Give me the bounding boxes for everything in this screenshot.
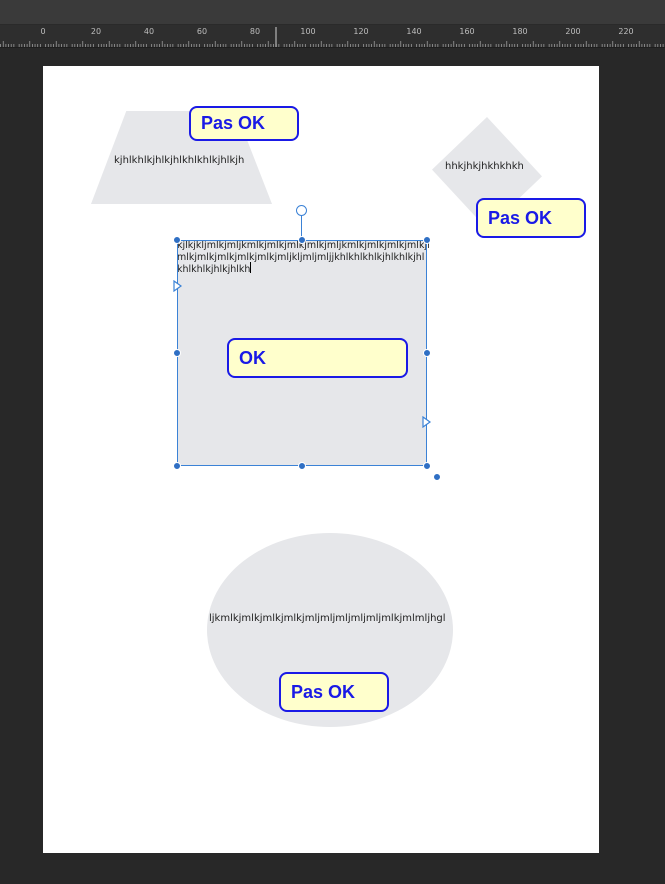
- callout-center[interactable]: OK: [227, 338, 408, 378]
- ruler-label: 120: [353, 27, 369, 36]
- rectangle-text-line: khlkhlkjhlkjhlkh: [177, 264, 251, 275]
- ruler-label: 20: [90, 27, 102, 36]
- resize-handle-left[interactable]: [173, 349, 181, 357]
- callout-top-left[interactable]: Pas OK: [189, 106, 299, 141]
- autofit-handle[interactable]: [433, 473, 441, 481]
- callout-label: Pas OK: [201, 113, 266, 133]
- text-indent-right-icon[interactable]: [421, 416, 433, 428]
- text-indent-left-icon[interactable]: [172, 280, 184, 292]
- resize-handle-top-left[interactable]: [173, 236, 181, 244]
- ruler-label: 220: [618, 27, 634, 36]
- ruler-label: 80: [249, 27, 261, 36]
- callout-bottom[interactable]: Pas OK: [279, 672, 389, 712]
- horizontal-ruler[interactable]: 0 20 40 60 80 100 120 140 160 180 200 22…: [0, 25, 665, 48]
- callout-label: Pas OK: [488, 207, 553, 228]
- callout-right[interactable]: Pas OK: [476, 198, 586, 238]
- resize-handle-right[interactable]: [423, 349, 431, 357]
- rectangle-text[interactable]: kjlkjkljmlkjmljkmlkjmlkjmlkjmlkjmljkmlkj…: [177, 240, 429, 276]
- rectangle-text-line: kjlkjkljmlkjmljkmlkjmlkjmlkjmlkjmljkmlkj…: [177, 240, 429, 251]
- resize-handle-bottom-right[interactable]: [423, 462, 431, 470]
- ruler-label: 140: [406, 27, 422, 36]
- rectangle-text-line: mlkjmlkjmlkjmlkjmlkjmljkljmljmljjkhlkhlk…: [177, 252, 425, 263]
- rotate-handle[interactable]: [296, 205, 307, 216]
- ruler-label: 200: [565, 27, 581, 36]
- ruler-label: 160: [459, 27, 475, 36]
- trapezoid-text[interactable]: kjhlkhlkjhlkjhlkhlkhlkjhlkjh: [114, 155, 245, 166]
- ruler-label: 0: [40, 27, 46, 36]
- callout-label: Pas OK: [291, 681, 356, 702]
- diamond-text[interactable]: hhkjhkjhkhkhkh: [445, 161, 524, 172]
- ruler-label: 40: [143, 27, 155, 36]
- text-caret: [250, 262, 251, 273]
- ruler-label: 60: [196, 27, 208, 36]
- top-toolbar: [0, 0, 665, 25]
- ruler-label: 180: [512, 27, 528, 36]
- callout-label: OK: [239, 347, 266, 368]
- resize-handle-bottom-left[interactable]: [173, 462, 181, 470]
- ruler-ticks: [0, 27, 664, 47]
- ruler-label: 100: [300, 27, 316, 36]
- resize-handle-top[interactable]: [298, 236, 306, 244]
- rotation-stem: [301, 214, 302, 240]
- ellipse-text[interactable]: ljkmlkjmlkjmlkjmlkjmljmljmljmljmljmlkjml…: [209, 613, 446, 624]
- resize-handle-bottom[interactable]: [298, 462, 306, 470]
- resize-handle-top-right[interactable]: [423, 236, 431, 244]
